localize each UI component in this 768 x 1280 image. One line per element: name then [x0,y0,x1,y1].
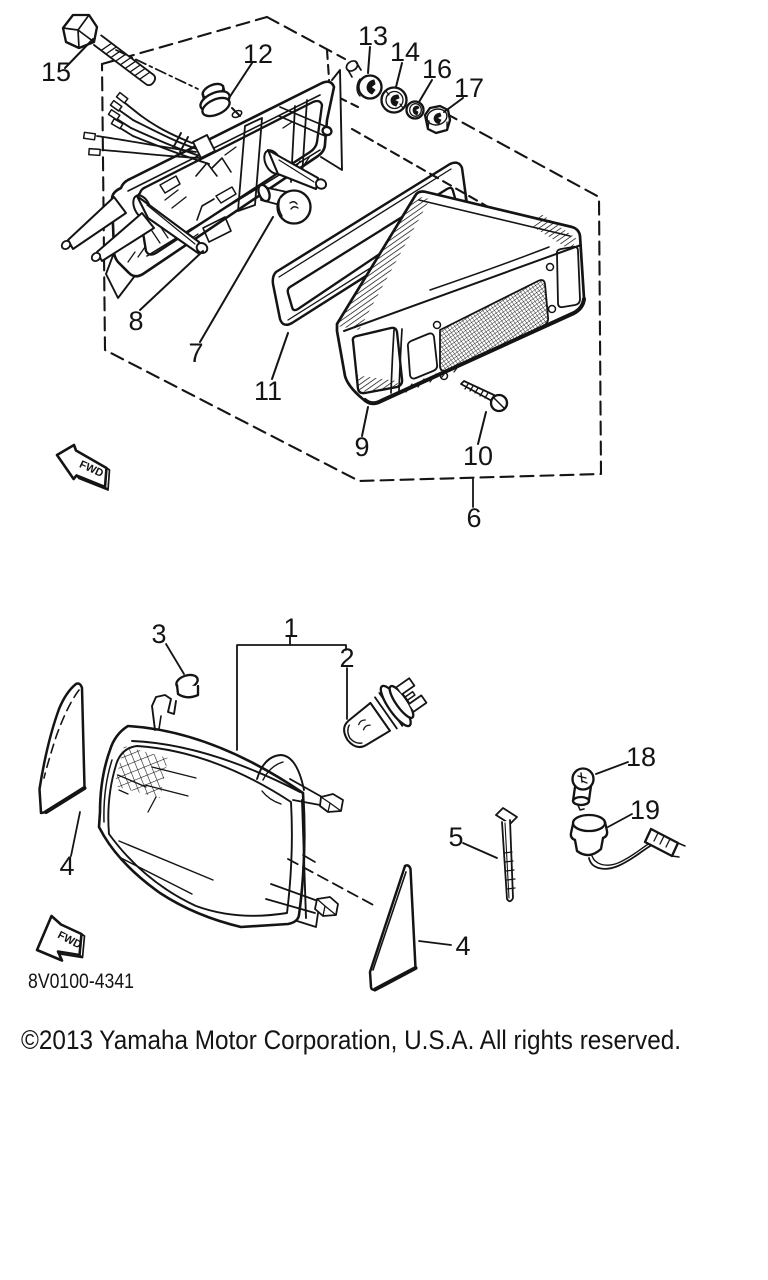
svg-text:8V0100-4341: 8V0100-4341 [28,969,134,993]
svg-text:6: 6 [466,503,481,533]
svg-text:8: 8 [128,306,143,336]
svg-text:16: 16 [422,54,452,84]
svg-text:18: 18 [626,742,656,772]
svg-text:©2013 Yamaha Motor Corporation: ©2013 Yamaha Motor Corporation, U.S.A. A… [21,1025,681,1055]
svg-text:4: 4 [455,931,470,961]
svg-text:9: 9 [354,432,369,462]
svg-text:13: 13 [358,21,388,51]
svg-text:11: 11 [254,376,282,406]
svg-text:14: 14 [390,37,420,67]
svg-text:17: 17 [454,73,484,103]
svg-text:2: 2 [339,643,354,673]
svg-text:15: 15 [41,57,71,87]
svg-text:10: 10 [463,441,493,471]
svg-text:19: 19 [630,795,660,825]
svg-text:5: 5 [448,822,463,852]
svg-text:12: 12 [243,39,273,69]
svg-text:7: 7 [188,338,203,368]
svg-text:4: 4 [59,851,74,881]
svg-text:3: 3 [151,619,166,649]
svg-text:1: 1 [283,613,298,643]
